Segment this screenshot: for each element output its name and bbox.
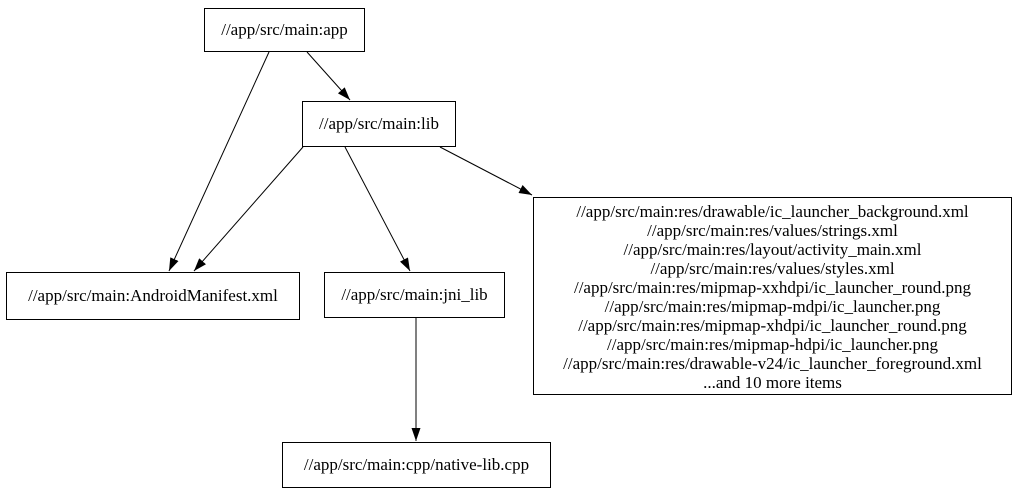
edge-app-to-lib: [306, 51, 351, 101]
res-file-label: //app/src/main:res/mipmap-xxhdpi/ic_laun…: [573, 278, 972, 297]
node-android-manifest-label: //app/src/main:AndroidManifest.xml: [28, 286, 278, 305]
res-file-label: //app/src/main:res/mipmap-mdpi/ic_launch…: [604, 297, 941, 316]
res-file-label: //app/src/main:res/mipmap-xhdpi/ic_launc…: [578, 316, 967, 335]
res-file-label: //app/src/main:res/drawable-v24/ic_launc…: [563, 354, 982, 373]
res-file-label: //app/src/main:res/values/styles.xml: [650, 259, 895, 278]
node-lib-target: //app/src/main:lib: [302, 101, 456, 147]
edge-app-to-manifest: [168, 51, 270, 272]
edge-lib-to-res-group: [439, 146, 533, 196]
node-native-lib-cpp-label: //app/src/main:cpp/native-lib.cpp: [303, 455, 530, 474]
res-file-label: //app/src/main:res/values/strings.xml: [647, 221, 898, 240]
res-file-label: //app/src/main:res/drawable/ic_launcher_…: [576, 202, 969, 221]
node-app-target: //app/src/main:app: [204, 8, 365, 52]
edge-lib-to-jni-lib: [344, 146, 411, 272]
res-file-label: //app/src/main:res/mipmap-hdpi/ic_launch…: [607, 335, 938, 354]
edge-lib-to-manifest: [193, 146, 304, 272]
node-app-label: //app/src/main:app: [221, 20, 348, 39]
node-lib-label: //app/src/main:lib: [319, 114, 439, 133]
res-more-items-label: ...and 10 more items: [703, 373, 842, 392]
node-jni-lib: //app/src/main:jni_lib: [324, 272, 505, 318]
node-native-lib-cpp: //app/src/main:cpp/native-lib.cpp: [282, 442, 551, 488]
node-res-file-group: //app/src/main:res/drawable/ic_launcher_…: [533, 197, 1012, 395]
node-android-manifest: //app/src/main:AndroidManifest.xml: [6, 272, 300, 320]
res-file-label: //app/src/main:res/layout/activity_main.…: [623, 240, 922, 259]
node-jni-lib-label: //app/src/main:jni_lib: [341, 285, 488, 304]
